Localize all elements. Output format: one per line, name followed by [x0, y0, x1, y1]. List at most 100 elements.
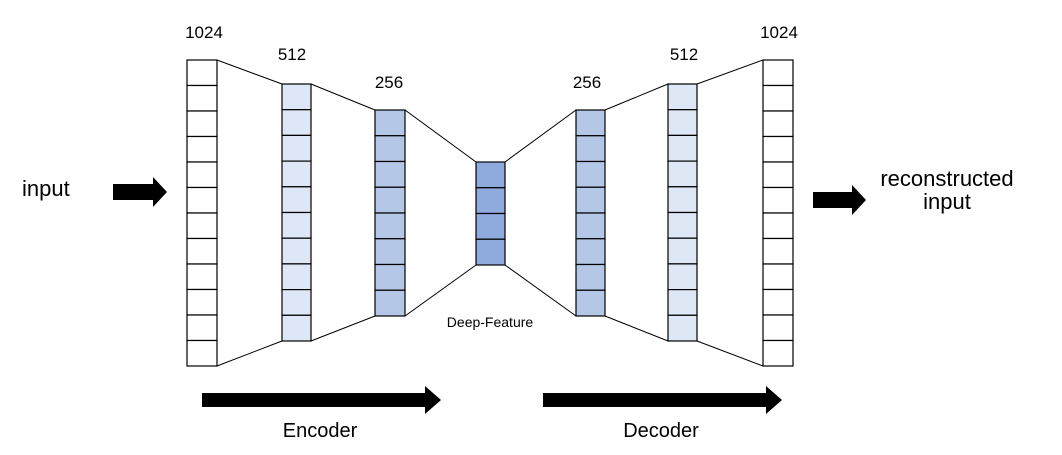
layer-cell: [667, 134, 698, 162]
layer-cell: [281, 211, 312, 239]
layer-cell: [762, 110, 794, 138]
connector: [216, 59, 283, 85]
connector: [310, 83, 376, 111]
decoder-layer-256: [575, 109, 606, 317]
layer-cell: [186, 237, 218, 265]
layer-cell: [281, 237, 312, 265]
layer-cell: [667, 186, 698, 214]
layer-cell: [762, 59, 794, 87]
encoder-label: Encoder: [283, 420, 358, 442]
layer-cell: [575, 135, 606, 163]
layer-cell: [186, 186, 218, 214]
encoder-arrow-icon: [202, 386, 441, 414]
layer-cell: [281, 314, 312, 342]
connector: [604, 315, 669, 342]
size-label-dec-1024: 1024: [760, 23, 798, 42]
connector: [696, 59, 764, 85]
layer-cell: [281, 134, 312, 162]
input-label: input: [22, 176, 70, 201]
layer-cell: [762, 135, 794, 163]
encoder-layer-1024: [186, 59, 218, 367]
connector: [404, 109, 477, 163]
layer-cell: [374, 289, 406, 317]
layer-cell: [281, 186, 312, 214]
layer-cell: [186, 84, 218, 112]
layer-cell: [281, 289, 312, 316]
layer-cell: [762, 186, 794, 214]
layer-cell: [667, 263, 698, 291]
layer-cell: [475, 212, 506, 240]
layer-cell: [374, 238, 406, 266]
layer-cell: [374, 186, 406, 214]
layer-cell: [186, 212, 218, 240]
layer-cell: [374, 212, 406, 240]
encoder-layer-256: [374, 109, 406, 317]
layer-cell: [186, 110, 218, 138]
connector: [504, 109, 577, 163]
layer-cell: [475, 238, 506, 266]
layer-cell: [667, 289, 698, 316]
connectors: [216, 59, 764, 367]
layer-cell: [475, 161, 506, 189]
output-arrow-icon: [813, 185, 866, 215]
layer-cell: [186, 59, 218, 87]
layer-cell: [667, 109, 698, 136]
size-label-dec-256: 256: [573, 73, 601, 92]
connector: [504, 264, 577, 317]
layer-cell: [475, 187, 506, 215]
connector: [310, 315, 376, 342]
layer-cell: [374, 263, 406, 291]
layer-cell: [762, 212, 794, 240]
layer-cell: [281, 109, 312, 136]
input-arrow-icon: [113, 177, 167, 207]
size-label-enc-256: 256: [375, 73, 403, 92]
layer-cell: [667, 211, 698, 239]
layer-cell: [186, 135, 218, 163]
size-label-enc-512: 512: [278, 45, 306, 64]
layer-cell: [186, 263, 218, 291]
layer-cell: [575, 263, 606, 291]
layer-cell: [281, 83, 312, 111]
layer-cell: [575, 160, 606, 188]
size-label-enc-1024: 1024: [185, 23, 223, 42]
connector: [604, 83, 669, 111]
decoder-arrow-icon: [543, 386, 782, 414]
layer-cell: [762, 237, 794, 265]
layer-cell: [667, 237, 698, 265]
connector: [216, 340, 283, 367]
layer-cell: [762, 288, 794, 316]
layer-cell: [186, 288, 218, 316]
layer-cell: [667, 314, 698, 342]
layer-cell: [667, 160, 698, 188]
layer-cell: [762, 263, 794, 291]
layer-cell: [762, 161, 794, 189]
deep-feature-label: Deep-Feature: [447, 314, 534, 330]
deep-feature-layer: [475, 161, 506, 266]
connector: [404, 264, 477, 317]
size-label-dec-512: 512: [670, 45, 698, 64]
decoder-layer-512: [667, 83, 698, 342]
layer-cell: [575, 186, 606, 214]
output-label-line1: reconstructed: [880, 166, 1013, 191]
decoder-layer-1024: [762, 59, 794, 367]
layer-cell: [762, 314, 794, 342]
layer-cell: [374, 160, 406, 188]
layer-cell: [575, 289, 606, 317]
layer-cell: [667, 83, 698, 111]
layer-cell: [281, 160, 312, 188]
layer-cell: [575, 238, 606, 266]
layer-cell: [575, 109, 606, 137]
connector: [696, 340, 764, 367]
layer-cell: [762, 84, 794, 112]
layer-cell: [186, 339, 218, 367]
layer-cell: [281, 263, 312, 291]
decoder-label: Decoder: [623, 420, 699, 442]
layer-cell: [186, 161, 218, 189]
output-label-line2: input: [923, 189, 971, 214]
encoder-layer-512: [281, 83, 312, 342]
layer-cell: [374, 135, 406, 163]
layer-cell: [575, 212, 606, 240]
layer-cell: [762, 339, 794, 367]
layer-cell: [186, 314, 218, 342]
